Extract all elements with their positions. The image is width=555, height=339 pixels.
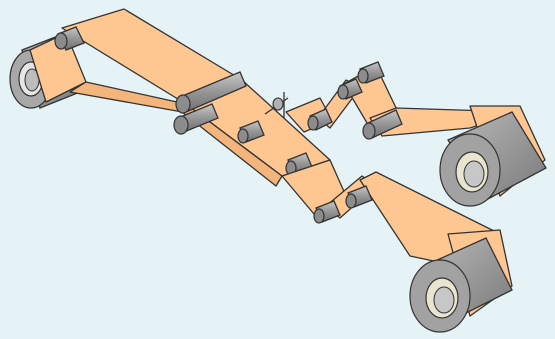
web-path-diagram — [0, 0, 555, 339]
